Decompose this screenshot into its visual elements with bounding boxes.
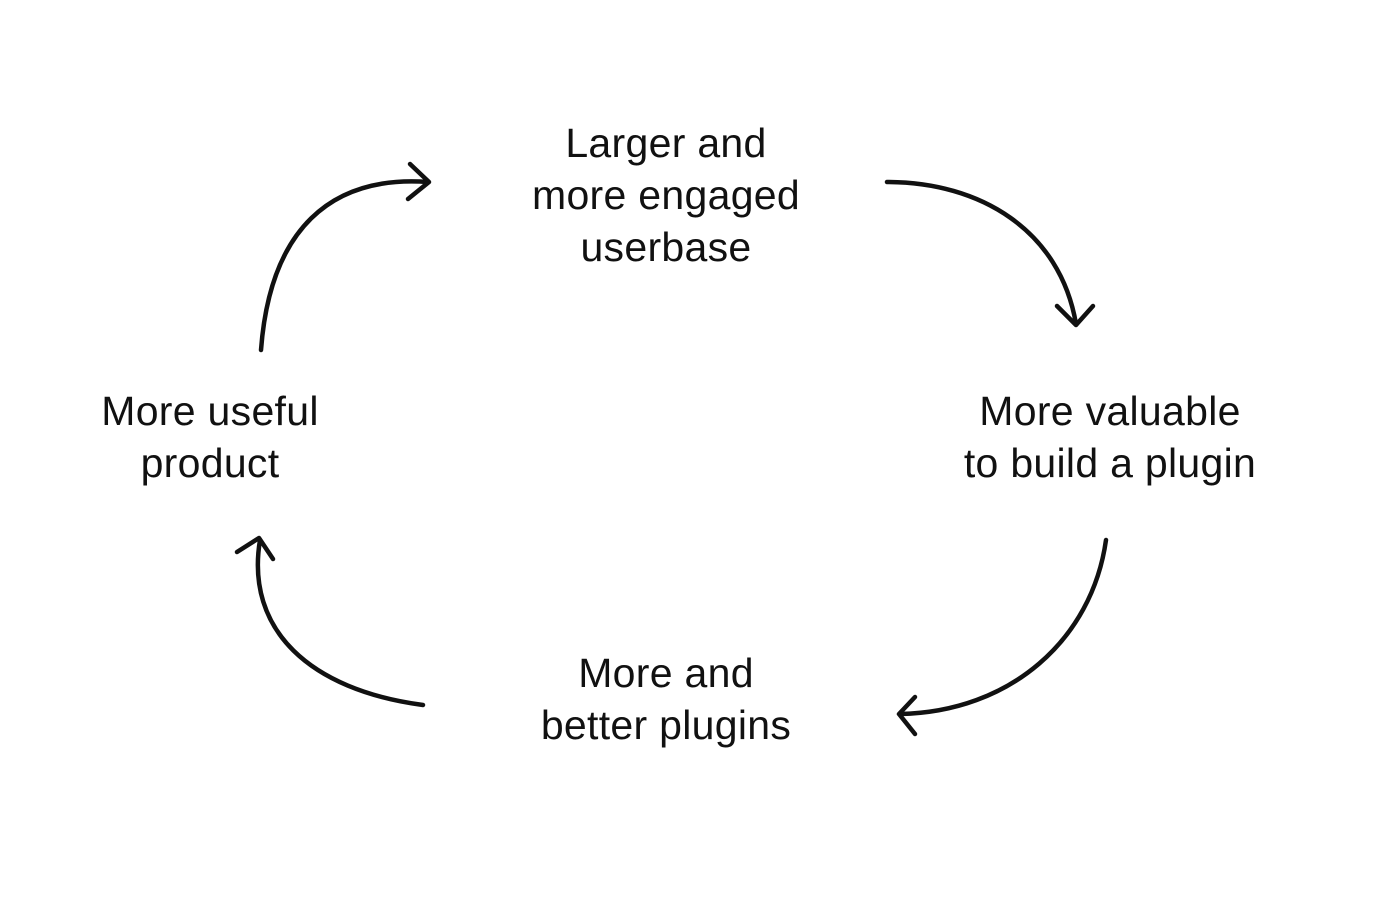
node-larger-engaged-userbase: Larger and more engaged userbase: [466, 117, 866, 273]
node-label-line: userbase: [580, 224, 752, 270]
arrow-head: [234, 535, 276, 562]
arrow-bottom-to-left: [234, 535, 426, 708]
node-label-line: more engaged: [531, 172, 801, 218]
arrow-shaft: [897, 537, 1109, 717]
arrow-shaft: [884, 179, 1079, 327]
node-label-line: product: [140, 440, 280, 486]
node-label-line: More useful: [101, 388, 319, 434]
arrow-right-to-bottom: [896, 537, 1109, 737]
node-label-line: better plugins: [540, 702, 792, 748]
node-label-line: to build a plugin: [963, 440, 1257, 486]
node-more-better-plugins: More and better plugins: [466, 647, 866, 751]
arrow-head: [1054, 303, 1096, 328]
arrow-head: [405, 161, 432, 202]
node-label-line: Larger and: [565, 120, 767, 166]
arrow-shaft: [258, 179, 431, 353]
node-label-line: More valuable: [979, 388, 1241, 434]
arrow-top-to-right: [884, 179, 1096, 328]
node-label-line: More and: [578, 650, 754, 696]
arrow-left-to-top: [258, 161, 432, 353]
node-more-valuable-to-build-plugin: More valuable to build a plugin: [910, 385, 1310, 489]
arrow-head: [896, 694, 918, 737]
node-more-useful-product: More useful product: [20, 385, 400, 489]
arrow-shaft: [255, 537, 426, 708]
